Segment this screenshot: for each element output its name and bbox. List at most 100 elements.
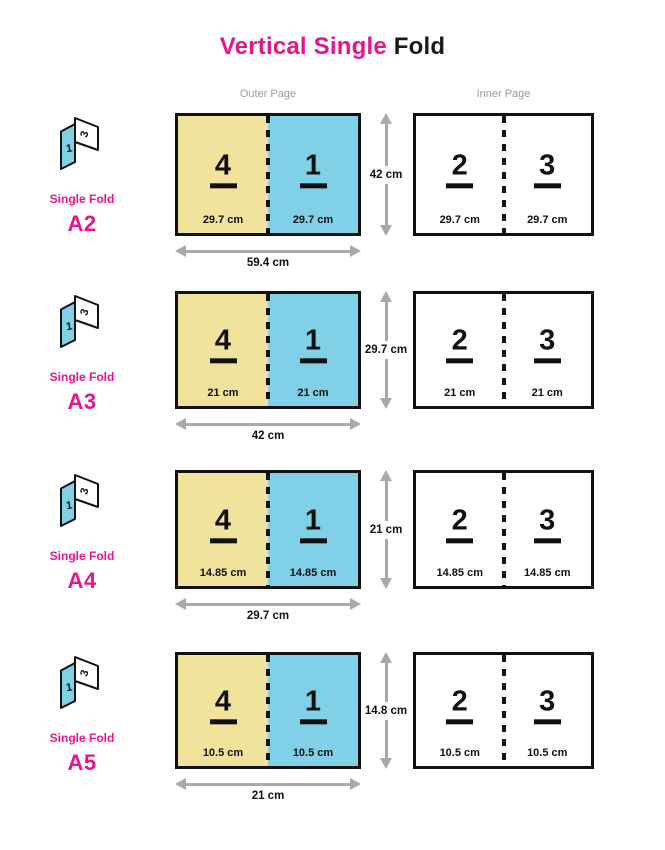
inner-page-sheet: 2 29.7 cm 3 29.7 cm xyxy=(413,113,594,236)
panel-width-label: 21 cm xyxy=(444,387,476,399)
page-number-underline xyxy=(299,718,327,724)
page-number: 4 xyxy=(178,505,268,543)
panel-width-label: 14.85 cm xyxy=(524,567,571,579)
height-dimension-arrow: 29.7 cm xyxy=(362,291,410,409)
column-header-outer-page: Outer Page xyxy=(239,88,297,100)
page-number-underline xyxy=(446,182,474,188)
panel-width-label: 21 cm xyxy=(207,387,239,399)
height-dimension-arrow: 42 cm xyxy=(367,113,405,236)
fold-icon-back-page-number: 3 xyxy=(78,668,91,678)
total-width-label: 59.4 cm xyxy=(246,257,290,269)
row-side-panel: 3 1 Single Fold A4 xyxy=(30,470,134,594)
paper-size-label: A5 xyxy=(67,750,97,775)
total-width-label: 42 cm xyxy=(251,430,285,442)
fold-icon-back-page-number: 3 xyxy=(78,307,91,317)
width-dimension-arrow xyxy=(175,778,361,790)
panel-width-label: 29.7 cm xyxy=(527,214,568,226)
outer-page-sheet: 4 21 cm 1 21 cm xyxy=(175,291,361,409)
page-number-underline xyxy=(209,182,237,188)
page-number: 3 xyxy=(504,326,592,364)
inner-right-panel: 3 10.5 cm xyxy=(504,655,592,766)
page-number: 2 xyxy=(416,505,504,543)
page-number-underline xyxy=(446,358,474,364)
outer-right-panel: 1 21 cm xyxy=(268,294,358,406)
page-number: 3 xyxy=(504,505,592,543)
outer-left-panel: 4 14.85 cm xyxy=(178,473,268,586)
height-label: 42 cm xyxy=(367,165,405,184)
height-dimension-arrow: 14.8 cm xyxy=(362,652,410,769)
inner-page-sheet: 2 14.85 cm 3 14.85 cm xyxy=(413,470,594,589)
width-dimension-arrow xyxy=(175,245,361,257)
page-number-underline xyxy=(533,718,561,724)
inner-right-panel: 3 29.7 cm xyxy=(504,116,592,233)
row-side-panel: 3 1 Single Fold A5 xyxy=(30,652,134,776)
outer-left-panel: 4 10.5 cm xyxy=(178,655,268,766)
page-number-underline xyxy=(446,537,474,543)
fold-icon-back-page-number: 3 xyxy=(78,129,91,139)
page-number-underline xyxy=(299,537,327,543)
panel-width-label: 14.85 cm xyxy=(199,567,247,579)
page-number: 4 xyxy=(178,686,268,724)
panel-width-label: 10.5 cm xyxy=(527,747,568,759)
total-width-label: 29.7 cm xyxy=(246,610,290,622)
inner-left-panel: 2 14.85 cm xyxy=(416,473,504,586)
panel-width-label: 21 cm xyxy=(531,387,563,399)
inner-left-panel: 2 10.5 cm xyxy=(416,655,504,766)
page-number: 3 xyxy=(504,686,592,724)
fold-type-label: Single Fold xyxy=(49,549,115,563)
paper-size-label: A2 xyxy=(67,211,97,236)
page-number-underline xyxy=(299,182,327,188)
page-number-underline xyxy=(299,358,327,364)
row-side-panel: 3 1 Single Fold A2 xyxy=(30,113,134,237)
total-width-label: 21 cm xyxy=(251,790,285,802)
outer-page-sheet: 4 29.7 cm 1 29.7 cm xyxy=(175,113,361,236)
fold-icon-front-page-number: 1 xyxy=(65,320,73,333)
height-label: 21 cm xyxy=(367,520,405,539)
page-number: 1 xyxy=(268,326,358,364)
width-dimension-arrow xyxy=(175,598,361,610)
outer-page-sheet: 4 10.5 cm 1 10.5 cm xyxy=(175,652,361,769)
page-number-underline xyxy=(209,358,237,364)
fold-dashed-line xyxy=(266,655,270,766)
page-number-underline xyxy=(533,358,561,364)
panel-width-label: 29.7 cm xyxy=(202,214,244,226)
height-dimension-arrow: 21 cm xyxy=(367,470,405,589)
outer-page-sheet: 4 14.85 cm 1 14.85 cm xyxy=(175,470,361,589)
page-number: 1 xyxy=(268,150,358,188)
outer-right-panel: 1 14.85 cm xyxy=(268,473,358,586)
paper-size-label: A3 xyxy=(67,389,97,414)
fold-icon-front-page-number: 1 xyxy=(65,681,73,694)
paper-size-label: A4 xyxy=(67,568,97,593)
panel-width-label: 10.5 cm xyxy=(292,747,334,759)
page-title-highlight: Vertical Single xyxy=(219,33,394,60)
single-fold-icon: 3 1 xyxy=(60,295,99,348)
fold-dashed-line xyxy=(501,473,506,586)
panel-width-label: 14.85 cm xyxy=(289,567,337,579)
panel-width-label: 10.5 cm xyxy=(202,747,244,759)
row-side-panel: 3 1 Single Fold A3 xyxy=(30,291,134,415)
page-title: Vertical Single Fold xyxy=(0,33,665,61)
height-label: 14.8 cm xyxy=(362,701,410,720)
width-dimension-arrow xyxy=(175,418,361,430)
page-number: 2 xyxy=(416,326,504,364)
column-header-inner-page: Inner Page xyxy=(476,88,531,100)
page-number: 3 xyxy=(504,150,592,188)
page-number-underline xyxy=(533,537,561,543)
inner-right-panel: 3 21 cm xyxy=(504,294,592,406)
page-number-underline xyxy=(209,537,237,543)
fold-icon-front-page-number: 1 xyxy=(65,142,73,155)
page-number-underline xyxy=(446,718,474,724)
fold-dashed-line xyxy=(501,294,506,406)
outer-right-panel: 1 29.7 cm xyxy=(268,116,358,233)
fold-dashed-line xyxy=(266,473,270,586)
page-number-underline xyxy=(533,182,561,188)
page-number: 2 xyxy=(416,150,504,188)
single-fold-icon: 3 1 xyxy=(60,474,99,527)
inner-page-sheet: 2 21 cm 3 21 cm xyxy=(413,291,594,409)
outer-right-panel: 1 10.5 cm xyxy=(268,655,358,766)
single-fold-icon: 3 1 xyxy=(60,656,99,709)
outer-left-panel: 4 21 cm xyxy=(178,294,268,406)
fold-type-label: Single Fold xyxy=(49,370,115,384)
panel-width-label: 29.7 cm xyxy=(439,214,480,226)
panel-width-label: 10.5 cm xyxy=(439,747,480,759)
